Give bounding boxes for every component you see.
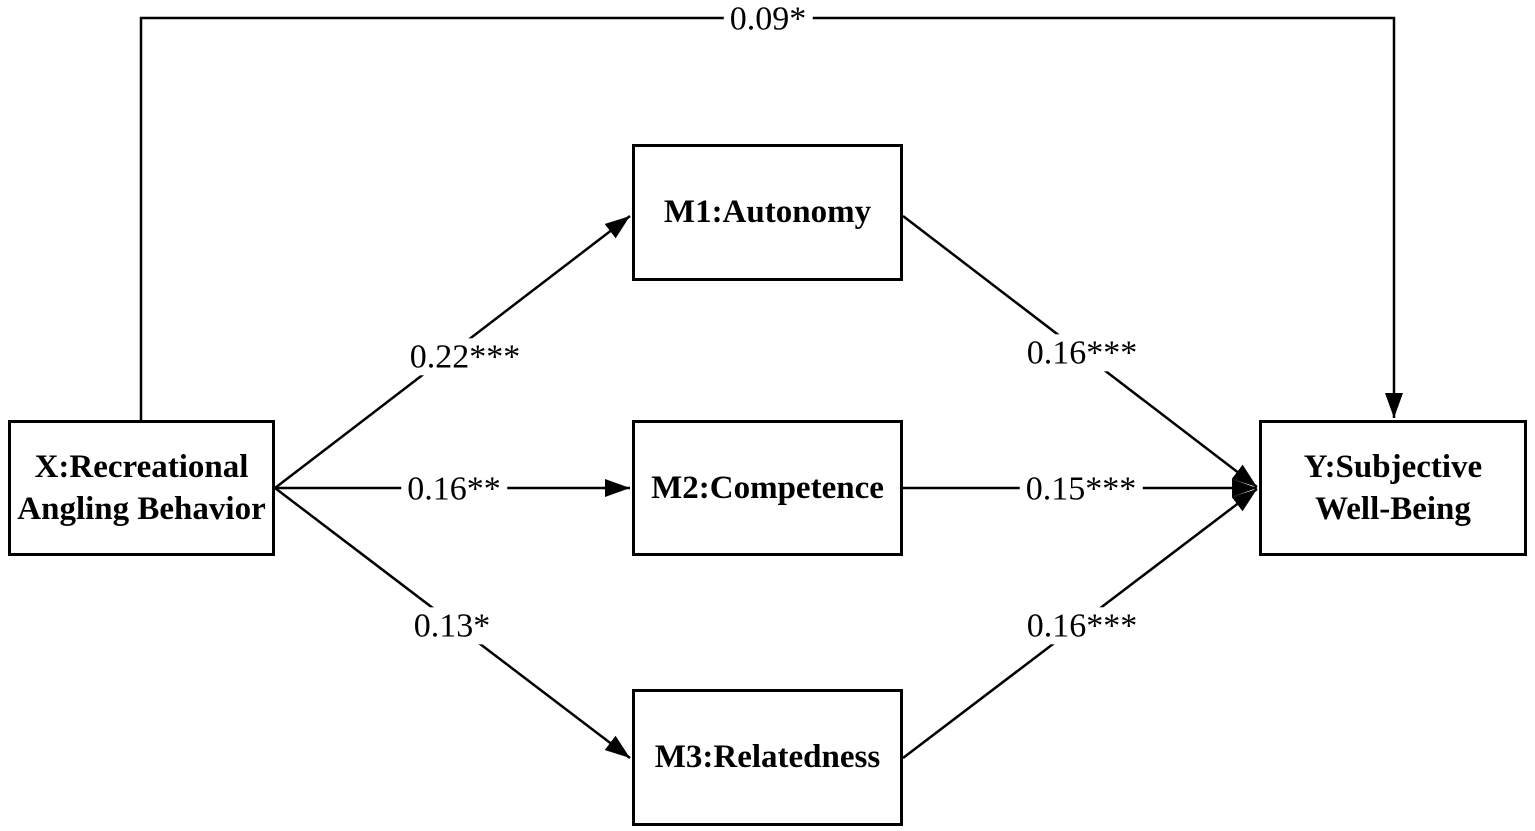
node-m1-autonomy: M1:Autonomy xyxy=(632,144,903,281)
coefficient-x-to-m3: 0.13* xyxy=(407,607,497,645)
coefficient-m1-to-y: 0.16*** xyxy=(1020,334,1144,372)
node-m2-label: M2:Competence xyxy=(651,469,884,506)
node-x-label-line1: X:Recreational xyxy=(34,448,249,485)
node-y-label-line2: Well-Being xyxy=(1315,491,1471,527)
node-x-label-line2: Angling Behavior xyxy=(17,491,266,527)
node-y-label-line1: Y:Subjective xyxy=(1303,448,1483,485)
node-m2-competence: M2:Competence xyxy=(632,420,903,556)
node-m3-label: M3:Relatedness xyxy=(654,739,881,776)
node-m3-relatedness: M3:Relatedness xyxy=(632,689,903,826)
node-m1-label: M1:Autonomy xyxy=(663,194,872,231)
node-x-recreational-angling-behavior: X:Recreational Angling Behavior xyxy=(8,420,275,556)
coefficient-m2-to-y: 0.15*** xyxy=(1019,470,1143,508)
coefficient-x-to-m1: 0.22*** xyxy=(403,338,527,376)
coefficient-x-to-m2: 0.16** xyxy=(401,470,507,508)
coefficient-x-to-y-direct: 0.09* xyxy=(723,0,813,38)
node-y-subjective-well-being: Y:Subjective Well-Being xyxy=(1259,420,1527,556)
coefficient-m3-to-y: 0.16*** xyxy=(1020,607,1144,645)
